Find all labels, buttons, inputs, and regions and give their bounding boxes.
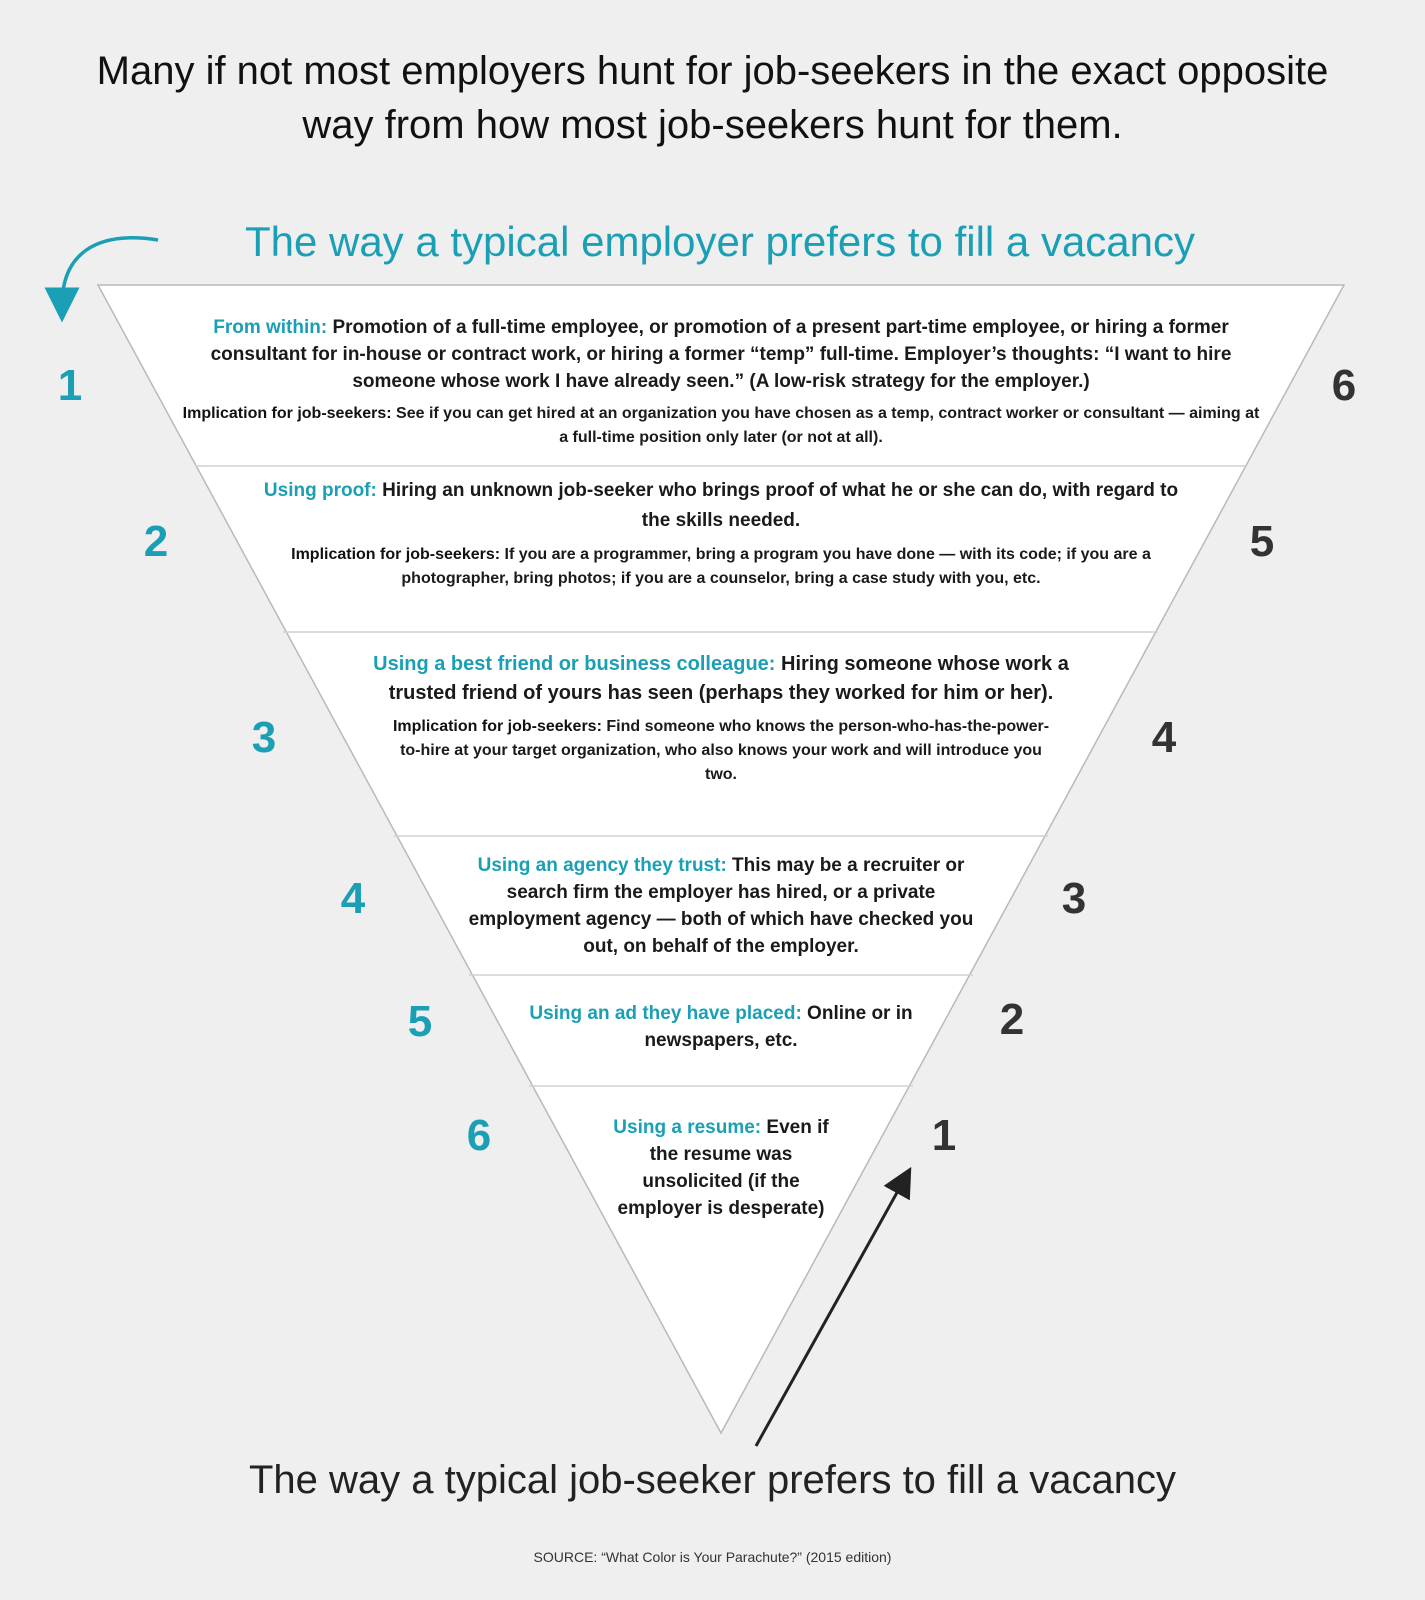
implication-body: See if you can get hired at an organizat… xyxy=(391,405,1260,446)
implication-body: Find someone who knows the person-who-ha… xyxy=(400,718,1050,783)
source-citation: SOURCE: “What Color is Your Parachute?” … xyxy=(533,1549,892,1565)
tier-lead: Using proof: xyxy=(263,480,377,501)
tier-resume: Using a resume: Even if the resume was u… xyxy=(608,1114,834,1222)
tier-body: Even if the resume was unsolicited (if t… xyxy=(617,1117,829,1219)
tier-ad: Using an ad they have placed: Online or … xyxy=(522,1000,920,1054)
tier-body: Hiring someone whose work a trusted frie… xyxy=(388,653,1069,704)
employer-rank: 1 xyxy=(57,361,83,410)
employer-rank: 2 xyxy=(143,517,169,566)
tier-lead: Using an ad they have placed: xyxy=(529,1003,802,1024)
jobseeker-preference-label: The way a typical job-seeker prefers to … xyxy=(248,1458,1177,1502)
employer-preference-label: The way a typical employer prefers to fi… xyxy=(244,218,1196,265)
tier-body: Online or in newspapers, etc. xyxy=(644,1003,913,1051)
tier-best-friend-colleague: Using a best friend or business colleagu… xyxy=(350,650,1092,787)
employer-rank: 5 xyxy=(407,997,433,1046)
tier-body: This may be a recruiter or search firm t… xyxy=(468,855,974,957)
tier-agency: Using an agency they trust: This may be … xyxy=(456,852,986,960)
jobseeker-rank: 2 xyxy=(999,995,1025,1044)
employer-rank: 3 xyxy=(251,713,277,762)
implication-label: Implication for job-seekers: xyxy=(291,546,501,563)
headline: Many if not most employers hunt for job-… xyxy=(96,49,1329,147)
employer-rank: 4 xyxy=(340,874,366,923)
implication-body: If you are a programmer, bring a program… xyxy=(401,546,1151,587)
tier-lead: From within: xyxy=(213,317,328,338)
tier-lead: Using a resume: xyxy=(613,1117,762,1138)
employer-rank: 6 xyxy=(466,1111,492,1160)
implication-label: Implication for job-seekers: xyxy=(392,718,602,735)
employer-direction-arrow xyxy=(44,236,159,323)
tier-lead: Using a best friend or business colleagu… xyxy=(373,653,776,675)
funnel-shape xyxy=(96,284,1346,1435)
jobseeker-rank: 3 xyxy=(1061,874,1087,923)
jobseeker-rank: 6 xyxy=(1331,361,1357,410)
implication-label: Implication for job-seekers: xyxy=(182,405,392,422)
jobseeker-rank: 1 xyxy=(931,1111,957,1160)
tier-body: Promotion of a full-time employee, or pr… xyxy=(210,317,1232,392)
tier-body: Hiring an unknown job-seeker who brings … xyxy=(376,480,1179,531)
jobseeker-rank: 4 xyxy=(1151,713,1177,762)
tier-using-proof: Using proof: Hiring an unknown job-seeke… xyxy=(256,476,1186,591)
jobseeker-direction-arrow xyxy=(754,1166,912,1447)
jobseeker-rank: 5 xyxy=(1249,517,1275,566)
tier-lead: Using an agency they trust: xyxy=(477,855,727,876)
tier-from-within: From within: Promotion of a full-time em… xyxy=(176,314,1266,450)
